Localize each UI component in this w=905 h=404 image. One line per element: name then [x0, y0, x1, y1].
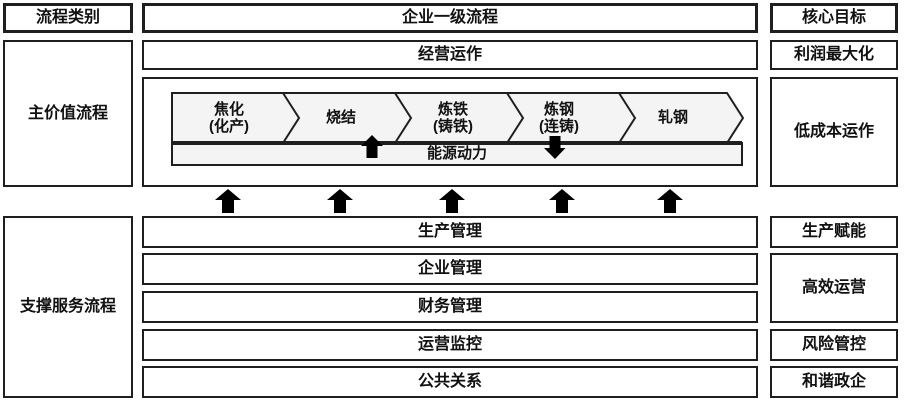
chevron-separator [282, 92, 301, 144]
flow-up-arrow-icon [549, 189, 575, 213]
flow-up-arrow-icon [657, 189, 683, 213]
main-value-chain-box: 焦化 (化产) 烧结 炼铁 (铸铁) 炼钢 (连铸) 轧钢 能源动力 [142, 77, 758, 187]
support-row-label: 企业管理 [417, 260, 482, 278]
support-row-public-relations: 公共关系 [142, 366, 758, 398]
chevron-step-label: 轧钢 [657, 109, 688, 127]
goal-label: 和谐政企 [801, 373, 866, 391]
support-row-label: 生产管理 [417, 223, 482, 241]
goal-profit-max: 利润最大化 [770, 40, 898, 70]
energy-down-arrow-icon [544, 136, 566, 159]
category-support-service: 支撑服务流程 [3, 216, 133, 398]
header-enterprise-process-label: 企业一级流程 [401, 9, 498, 27]
goal-harmony-gov: 和谐政企 [770, 366, 898, 398]
goal-risk-control: 风险管控 [770, 329, 898, 361]
category-main-value: 主价值流程 [3, 40, 133, 187]
chevron-step-label: 炼钢 [543, 100, 574, 118]
header-core-goal-label: 核心目标 [801, 9, 866, 27]
chevron-step-rolling: 轧钢 [618, 93, 728, 143]
goal-production-enable: 生产赋能 [770, 216, 898, 248]
chevron-step-label: 炼铁 [437, 100, 468, 118]
chevron-step-sublabel: (化产) [209, 118, 249, 135]
support-flow-arrows [215, 189, 683, 213]
goal-label: 生产赋能 [801, 223, 866, 241]
chevron-step-sintering: 烧结 [286, 93, 396, 143]
flow-up-arrow-icon [439, 189, 465, 213]
energy-bar-label: 能源动力 [426, 145, 487, 163]
flow-up-arrow-icon [327, 189, 353, 213]
support-row-production-mgmt: 生产管理 [142, 216, 758, 248]
chevron-step-coking: 焦化 (化产) [174, 93, 284, 143]
process-chain-band [171, 92, 745, 144]
chevron-step-sublabel: (铸铁) [433, 118, 473, 135]
chevron-separator [394, 92, 413, 144]
energy-bar-label-box: 能源动力 [172, 144, 742, 165]
chevron-step-ironmaking: 炼铁 (铸铁) [398, 93, 508, 143]
goal-label: 风险管控 [801, 336, 866, 354]
category-support-service-label: 支撑服务流程 [19, 298, 116, 316]
header-core-goal: 核心目标 [770, 3, 898, 33]
goal-low-cost: 低成本运作 [770, 77, 898, 187]
chevron-separator [618, 92, 637, 144]
chevron-separator [506, 92, 525, 144]
chevron-step-sublabel: (连铸) [539, 118, 579, 135]
goal-label: 利润最大化 [793, 46, 874, 64]
support-row-label: 财务管理 [417, 298, 482, 316]
header-process-category-label: 流程类别 [35, 9, 100, 27]
goal-efficient-operation: 高效运营 [770, 253, 898, 323]
header-enterprise-process: 企业一级流程 [142, 3, 758, 33]
support-row-label: 运营监控 [417, 336, 482, 354]
support-row-enterprise-mgmt: 企业管理 [142, 253, 758, 285]
chevron-step-label: 焦化 [213, 100, 244, 118]
header-process-category: 流程类别 [3, 3, 133, 33]
row-operation: 经营运作 [142, 40, 758, 70]
flow-up-arrow-icon [215, 189, 241, 213]
support-row-operation-monitor: 运营监控 [142, 329, 758, 361]
chevron-step-label: 烧结 [325, 109, 356, 127]
goal-label: 低成本运作 [793, 123, 874, 141]
process-chain-graphic [171, 92, 745, 166]
support-row-label: 公共关系 [417, 373, 482, 391]
row-operation-label: 经营运作 [417, 46, 482, 64]
support-row-finance-mgmt: 财务管理 [142, 291, 758, 323]
energy-up-arrow-icon [361, 135, 383, 158]
chevron-step-steelmaking: 炼钢 (连铸) [504, 93, 614, 143]
category-main-value-label: 主价值流程 [27, 104, 108, 122]
goal-label: 高效运营 [801, 279, 866, 297]
